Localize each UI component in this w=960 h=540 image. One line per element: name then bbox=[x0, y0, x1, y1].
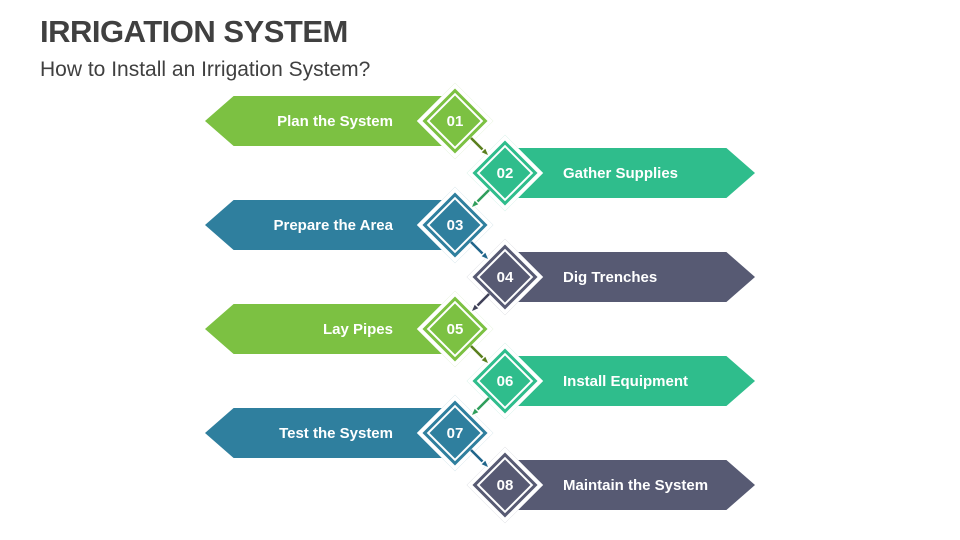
connector-arrow-icon bbox=[466, 393, 494, 421]
page-subtitle: How to Install an Irrigation System? bbox=[40, 58, 371, 81]
step-label: Gather Supplies bbox=[563, 164, 679, 182]
step-label: Maintain the System bbox=[563, 476, 709, 494]
step-label: Prepare the Area bbox=[273, 216, 393, 234]
connector-arrow-icon bbox=[466, 289, 494, 317]
step-label: Test the System bbox=[279, 424, 393, 442]
connector-arrow-icon bbox=[466, 237, 494, 265]
connector-arrow-icon bbox=[466, 341, 494, 369]
connector-arrow-icon bbox=[466, 185, 494, 213]
step-label: Dig Trenches bbox=[563, 268, 658, 286]
page-title: IRRIGATION SYSTEM bbox=[40, 14, 348, 49]
connector-arrow-icon bbox=[466, 445, 494, 473]
step-label: Install Equipment bbox=[563, 372, 689, 390]
connector-arrow-icon bbox=[466, 133, 494, 161]
step-label: Lay Pipes bbox=[322, 320, 393, 338]
step-label: Plan the System bbox=[277, 112, 393, 130]
